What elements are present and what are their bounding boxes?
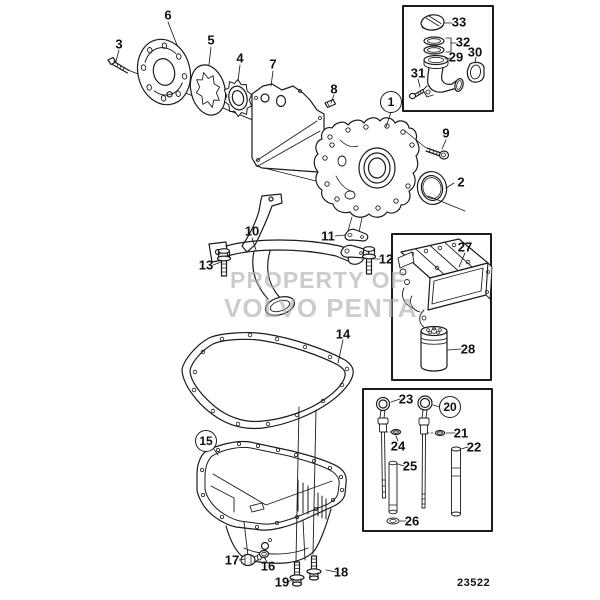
part-oil-filter-28 [420,325,448,372]
part-cover-1 [313,117,420,218]
callout-8: 8 [330,81,338,97]
pan-bolt-lines [295,406,317,562]
callout-1: 1 [380,91,402,113]
part-clamp-11 [340,228,370,259]
callout-13: 13 [198,257,214,273]
part-oring-24 [385,428,402,436]
callout-14: 14 [335,326,351,342]
callout-28: 28 [460,341,476,357]
callout-32: 32 [455,34,471,50]
callout-30: 30 [467,44,483,60]
drawing-number: 23522 [457,577,491,589]
callout-26: 26 [404,513,420,529]
part-bolt-3 [107,56,130,74]
part-filler-neck-29 [423,54,449,69]
part-bolt-18 [306,555,322,581]
part-seal-26 [386,517,400,525]
clamp-alignment-lines [347,216,363,233]
callout-20: 20 [439,396,461,418]
callout-27: 27 [457,239,473,255]
part-washer-16 [258,549,270,559]
part-elbow-pipe [422,67,464,98]
inset-box-dipsticks [362,388,493,532]
leader-lines [115,21,477,583]
callout-22: 22 [466,439,482,455]
part-tube-22 [451,446,461,517]
part-cooler-27 [397,238,493,331]
callout-12: 12 [378,251,394,267]
part-bolt-12 [361,246,377,275]
callout-31: 31 [410,65,426,81]
part-bolt-13 [216,248,232,277]
callout-25: 25 [402,458,418,474]
callout-6: 6 [164,7,172,23]
callout-2: 2 [457,174,465,190]
part-gasket-30 [466,61,485,83]
part-pin-8 [324,98,337,109]
inset-box-cooler [391,233,493,381]
callout-33: 33 [451,14,467,30]
part-gear-4 [223,78,253,118]
part-orings-32 [423,36,445,55]
part-flange-6 [136,38,192,106]
part-dipstick-23 [375,396,391,499]
part-gasket-14 [181,332,354,430]
callout-23: 23 [398,391,414,407]
part-bolt-31 [408,88,425,100]
seal-axis-line [427,195,466,212]
part-cap-33 [420,14,445,31]
callout-19: 19 [274,574,290,590]
callout-5: 5 [207,32,215,48]
part-rotor-ring-5 [189,64,227,116]
callout-21: 21 [453,425,469,441]
callout-9: 9 [442,125,450,141]
callout-16: 16 [260,558,276,574]
part-bolt-19 [289,561,305,587]
callout-11: 11 [321,228,335,244]
part-oring-21 [426,429,446,437]
callout-24: 24 [390,438,406,454]
part-dipstick-20 [417,395,433,509]
part-bolt-9 [403,129,450,160]
callout-4: 4 [236,50,244,66]
part-tube-25 [388,460,398,515]
callout-7: 7 [269,56,277,72]
callout-29: 29 [448,49,464,65]
part-plate-7 [251,83,325,173]
callout-10: 10 [244,223,260,239]
callout-3: 3 [115,36,123,52]
part-seal-2 [416,170,448,206]
part-drain-plug-17 [240,553,262,567]
callout-15: 15 [195,430,217,452]
part-oil-pan-15 [196,440,347,564]
callout-18: 18 [333,564,349,580]
callout-17: 17 [224,552,240,568]
